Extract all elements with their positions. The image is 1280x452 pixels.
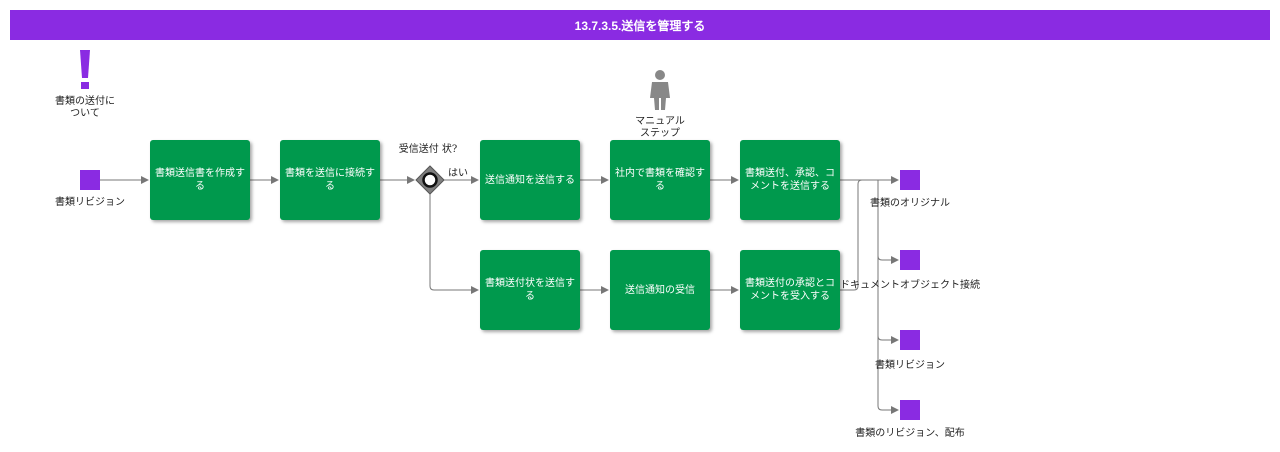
connector — [840, 179, 878, 291]
start-artifact-label: 書類リビジョン — [55, 197, 125, 208]
connector — [877, 405, 899, 414]
task-receive-notification[interactable]: 送信通知の受信 — [610, 250, 710, 330]
diagram-title: 13.7.3.5.送信を管理する — [10, 10, 1270, 40]
gateway-diamond — [415, 165, 445, 195]
exclamation-icon — [80, 50, 90, 89]
task-accept-approval-comments[interactable]: 書類送付の承認とコメントを受入する — [740, 250, 840, 330]
note-label-line1: 書類の送付に — [55, 96, 115, 107]
task-send-transmittal-letter[interactable]: 書類送付状を送信する — [480, 250, 580, 330]
task-send-approval-comments[interactable]: 書類送付、承認、コメントを送信する — [740, 140, 840, 220]
connector — [877, 335, 899, 344]
output-artifact-object-link[interactable] — [900, 250, 920, 270]
output-label-original: 書類のオリジナル — [870, 198, 950, 209]
manual-step-label-line2: ステップ — [640, 128, 680, 139]
task-send-notification[interactable]: 送信通知を送信する — [480, 140, 580, 220]
connector — [877, 255, 899, 264]
task-internal-review[interactable]: 社内で書類を確認する — [610, 140, 710, 220]
note-label-line2: ついて — [70, 108, 100, 119]
task-create-transmittal[interactable]: 書類送信書を作成する — [150, 140, 250, 220]
output-artifact-revision[interactable] — [900, 330, 920, 350]
output-artifact-revision-distribution[interactable] — [900, 400, 920, 420]
person-icon — [650, 70, 670, 110]
task-attach-document[interactable]: 書類を送信に接続する — [280, 140, 380, 220]
output-artifact-original[interactable] — [900, 170, 920, 190]
connector — [429, 194, 479, 294]
output-label-object-link: ドキュメントオブジェクト接続 — [840, 280, 980, 291]
output-label-revision-distribution: 書類のリビジョン、配布 — [855, 428, 965, 439]
start-artifact[interactable] — [80, 170, 100, 190]
gateway-yes-label: はい — [448, 168, 468, 179]
gateway-label: 受信送付 状? — [398, 144, 458, 155]
output-label-revision: 書類リビジョン — [875, 360, 945, 371]
manual-step-label-line1: マニュアル — [635, 116, 685, 127]
